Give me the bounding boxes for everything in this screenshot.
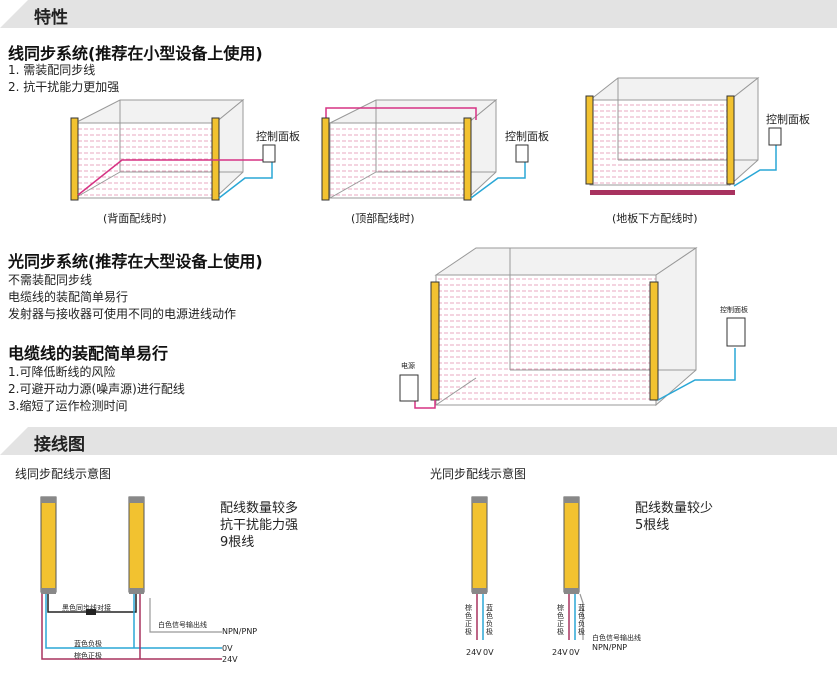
optical-sync-point-1: 不需装配同步线	[8, 273, 93, 287]
npn-label-right: NPN/PNP	[592, 643, 628, 652]
control-panel-label-3: 控制面板	[766, 113, 810, 126]
wire-sync-point-2: 2. 抗干扰能力更加强	[8, 80, 120, 94]
left-note-3: 9根线	[220, 535, 255, 550]
section-title-features: 特性	[34, 8, 68, 28]
blue-wire-label: 蓝色负极	[74, 640, 102, 648]
right-diagram-title: 光同步配线示意图	[430, 467, 527, 481]
zero-volt-label-right-1: 0V	[483, 648, 494, 657]
zero-volt-label-left: 0V	[222, 644, 233, 653]
twenty-four-volt-label-left: 24V	[222, 655, 238, 664]
box-back-wiring	[70, 98, 276, 201]
twenty-four-volt-label-right-1: 24V	[466, 648, 482, 657]
signal-wire-label-right: 白色信号输出线	[592, 634, 641, 642]
left-note-1: 配线数量较多	[220, 501, 299, 516]
optical-sync-point-3: 发射器与接收器可使用不同的电源进线动作	[8, 307, 237, 321]
box-optical-sync	[399, 247, 746, 409]
cable-point-2: 2.可避开动力源(噪声源)进行配线	[8, 382, 185, 396]
brown-label-vertical-1: 棕色正极	[465, 604, 472, 636]
sync-wire-label: 黑色同步线对接	[62, 604, 111, 612]
caption-top-wiring: (顶部配线时)	[351, 212, 415, 225]
control-panel-label-large: 控制面板	[720, 306, 748, 314]
twenty-four-volt-label-right-2: 24V	[552, 648, 568, 657]
box-floor-wiring	[585, 76, 782, 195]
right-note-1: 配线数量较少	[635, 501, 714, 516]
optical-sync-point-2: 电缆线的装配简单易行	[8, 290, 129, 304]
caption-back-wiring: (背面配线时)	[103, 212, 167, 225]
left-wiring-diagram	[40, 496, 222, 660]
right-note-2: 5根线	[635, 518, 670, 533]
brown-label-vertical-2: 棕色正极	[557, 604, 564, 636]
cable-heading: 电缆线的装配简单易行	[8, 344, 169, 363]
brown-wire-label: 棕色正极	[74, 652, 102, 660]
blue-label-vertical-2: 蓝色负极	[578, 604, 585, 636]
bar-corner-icon	[0, 427, 28, 455]
wire-sync-heading: 线同步系统(推荐在小型设备上使用)	[8, 44, 263, 63]
zero-volt-label-right-2: 0V	[569, 648, 580, 657]
section-bar-features: 特性	[0, 0, 837, 28]
power-label: 电源	[401, 362, 415, 370]
signal-wire-label-left: 白色信号输出线	[158, 621, 207, 629]
box-top-wiring	[321, 98, 529, 201]
caption-floor-wiring: (地板下方配线时)	[612, 212, 698, 225]
left-note-2: 抗干扰能力强	[220, 518, 299, 533]
cable-point-3: 3.缩短了运作检测时间	[8, 399, 128, 413]
npn-label-left: NPN/PNP	[222, 627, 258, 636]
cable-point-1: 1.可降低断线的风险	[8, 365, 116, 379]
control-panel-label-1: 控制面板	[256, 130, 300, 143]
section-title-wiring: 接线图	[34, 435, 85, 455]
blue-label-vertical-1: 蓝色负极	[486, 604, 493, 636]
control-panel-label-2: 控制面板	[505, 130, 549, 143]
left-diagram-title: 线同步配线示意图	[15, 467, 112, 481]
bar-corner-icon	[0, 0, 28, 28]
right-wiring-diagram	[471, 496, 584, 640]
wire-sync-point-1: 1. 需装配同步线	[8, 63, 96, 77]
optical-sync-heading: 光同步系统(推荐在大型设备上使用)	[8, 252, 263, 271]
section-bar-wiring: 接线图	[0, 427, 837, 455]
